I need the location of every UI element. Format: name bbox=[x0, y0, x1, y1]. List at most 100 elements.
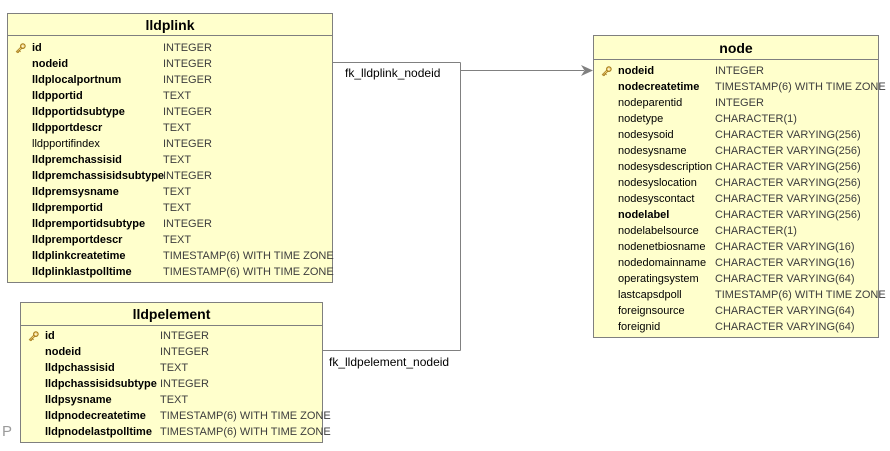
column-row: lldpremportid TEXT bbox=[8, 200, 332, 216]
column-row: operatingsystem CHARACTER VARYING(64) bbox=[594, 271, 878, 287]
key-icon bbox=[15, 42, 26, 53]
column-type: CHARACTER VARYING(64) bbox=[715, 273, 855, 285]
column-name: lldpchassisid bbox=[45, 362, 115, 374]
column-type: TEXT bbox=[163, 122, 192, 134]
column-name: lldpremportdescr bbox=[32, 234, 123, 246]
column-type: TIMESTAMP(6) WITH TIME ZONE bbox=[163, 250, 334, 262]
column-name: nodelabel bbox=[618, 209, 670, 221]
column-type: CHARACTER VARYING(256) bbox=[715, 193, 861, 205]
column-name: lldpsysname bbox=[45, 394, 112, 406]
column-row: nodelabelsource CHARACTER(1) bbox=[594, 223, 878, 239]
column-name: nodesysname bbox=[618, 145, 687, 157]
column-type: TEXT bbox=[163, 186, 192, 198]
column-type: CHARACTER VARYING(256) bbox=[715, 145, 861, 157]
column-row: lldplinkcreatetime TIMESTAMP(6) WITH TIME… bbox=[8, 248, 334, 264]
column-name: foreignid bbox=[618, 321, 661, 333]
key-icon bbox=[601, 65, 612, 76]
column-name: lldpremsysname bbox=[32, 186, 119, 198]
column-name: nodelabelsource bbox=[618, 225, 699, 237]
column-row: nodesysoid CHARACTER VARYING(256) bbox=[594, 127, 878, 143]
column-name: nodesysoid bbox=[618, 129, 674, 141]
column-type: CHARACTER VARYING(64) bbox=[715, 321, 855, 333]
column-type: INTEGER bbox=[163, 138, 212, 150]
fk-label-lldplink-nodeid: fk_lldplink_nodeid bbox=[345, 66, 441, 80]
column-type: TIMESTAMP(6) WITH TIME ZONE bbox=[163, 266, 334, 278]
column-row: lldpremportdescr TEXT bbox=[8, 232, 332, 248]
column-name: lldpportdescr bbox=[32, 122, 103, 134]
column-name: lldpremportid bbox=[32, 202, 103, 214]
column-row: nodesysname CHARACTER VARYING(256) bbox=[594, 143, 878, 159]
column-row: nodenetbiosname CHARACTER VARYING(16) bbox=[594, 239, 878, 255]
column-type: TIMESTAMP(6) WITH TIME ZONE bbox=[715, 81, 886, 93]
column-name: lldpremchassisidsubtype bbox=[32, 170, 165, 182]
column-type: TEXT bbox=[163, 234, 192, 246]
column-type: TEXT bbox=[163, 90, 192, 102]
column-name: nodenetbiosname bbox=[618, 241, 706, 253]
column-type: CHARACTER VARYING(256) bbox=[715, 129, 861, 141]
primary-key-cell bbox=[594, 65, 618, 78]
column-row: nodeparentid INTEGER bbox=[594, 95, 878, 111]
column-type: TIMESTAMP(6) WITH TIME ZONE bbox=[160, 426, 331, 438]
column-type: CHARACTER(1) bbox=[715, 225, 797, 237]
column-type: TEXT bbox=[163, 154, 192, 166]
column-name: lldpnodecreatetime bbox=[45, 410, 146, 422]
column-name: lldpportidsubtype bbox=[32, 106, 125, 118]
column-row: lldpportid TEXT bbox=[8, 88, 332, 104]
column-row: foreignid CHARACTER VARYING(64) bbox=[594, 319, 878, 335]
column-row: lldpsysname TEXT bbox=[21, 392, 322, 408]
column-name: id bbox=[32, 42, 42, 54]
column-row: lldpportdescr TEXT bbox=[8, 120, 332, 136]
column-name: nodesysdescription bbox=[618, 161, 713, 173]
column-type: CHARACTER VARYING(256) bbox=[715, 177, 861, 189]
column-type: INTEGER bbox=[715, 97, 764, 109]
column-type: TEXT bbox=[163, 202, 192, 214]
column-row: lldplinklastpolltime TIMESTAMP(6) WITH TI… bbox=[8, 264, 334, 280]
column-name: operatingsystem bbox=[618, 273, 699, 285]
column-name: nodeparentid bbox=[618, 97, 683, 109]
column-name: nodesyslocation bbox=[618, 177, 697, 189]
column-name: lldplocalportnum bbox=[32, 74, 122, 86]
primary-key-cell bbox=[21, 330, 45, 343]
table-title: node bbox=[594, 36, 878, 60]
column-type: INTEGER bbox=[163, 218, 212, 230]
column-type: INTEGER bbox=[715, 65, 764, 77]
watermark-fragment: P bbox=[2, 423, 13, 440]
column-type: CHARACTER VARYING(16) bbox=[715, 241, 855, 253]
column-type: CHARACTER VARYING(64) bbox=[715, 305, 855, 317]
column-type: INTEGER bbox=[160, 346, 209, 358]
column-name: lldpportid bbox=[32, 90, 83, 102]
table-title: lldpelement bbox=[21, 303, 322, 326]
column-type: TEXT bbox=[160, 394, 189, 406]
column-row: nodesyslocation CHARACTER VARYING(256) bbox=[594, 175, 878, 191]
table-title-label: node bbox=[719, 39, 753, 56]
column-type: INTEGER bbox=[160, 378, 209, 390]
table-title: lldplink bbox=[8, 14, 332, 36]
column-name: nodeid bbox=[32, 58, 69, 70]
column-name: lldplinkcreatetime bbox=[32, 250, 126, 262]
column-name: lldplinklastpolltime bbox=[32, 266, 132, 278]
